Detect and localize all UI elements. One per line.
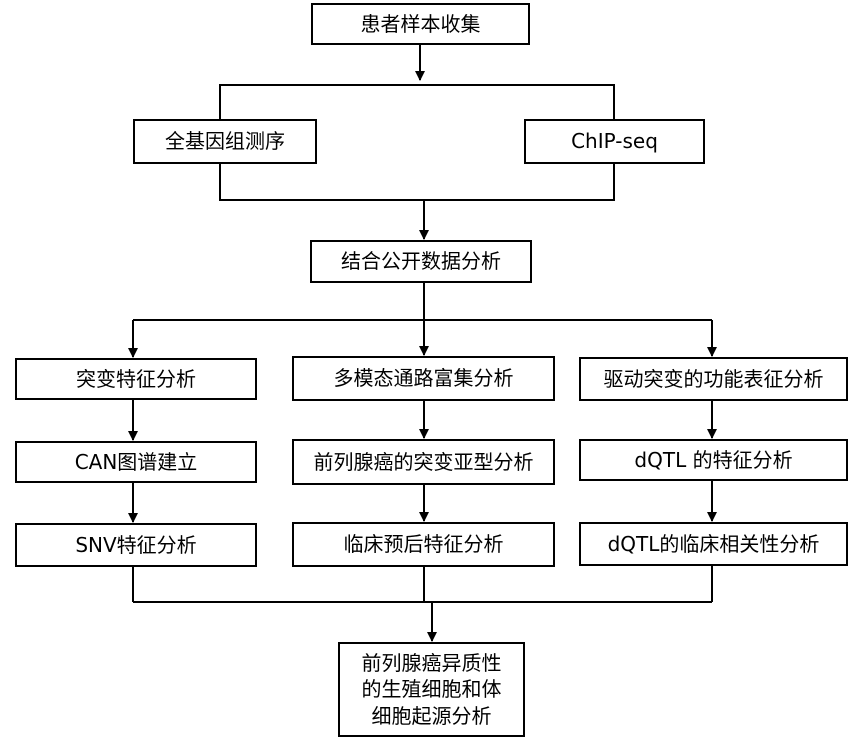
node-chip-seq: ChIP-seq xyxy=(524,119,705,164)
node-integrate-public-data: 结合公开数据分析 xyxy=(310,240,532,283)
node-snv-analysis: SNV特征分析 xyxy=(15,523,257,567)
node-can-atlas: CAN图谱建立 xyxy=(15,441,257,483)
node-mutation-signature-analysis: 突变特征分析 xyxy=(15,358,257,400)
node-dqtl-clinical-correlation: dQTL的临床相关性分析 xyxy=(579,522,848,566)
node-driver-mutation-functional: 驱动突变的功能表征分析 xyxy=(579,357,848,401)
merge-bracket-sequencing xyxy=(219,163,615,201)
node-multimodal-pathway-enrichment: 多模态通路富集分析 xyxy=(292,356,555,401)
split-bracket-sequencing xyxy=(219,84,615,119)
node-prostate-cancer-mutation-subtype: 前列腺癌的突变亚型分析 xyxy=(292,439,555,485)
node-patient-sample-collection: 患者样本收集 xyxy=(311,3,530,45)
node-clinical-prognosis-analysis: 临床预后特征分析 xyxy=(292,522,555,567)
node-final-origin-analysis: 前列腺癌异质性 的生殖细胞和体 细胞起源分析 xyxy=(338,642,525,737)
node-whole-genome-sequencing: 全基因组测序 xyxy=(133,119,317,164)
node-dqtl-feature-analysis: dQTL 的特征分析 xyxy=(579,439,848,481)
